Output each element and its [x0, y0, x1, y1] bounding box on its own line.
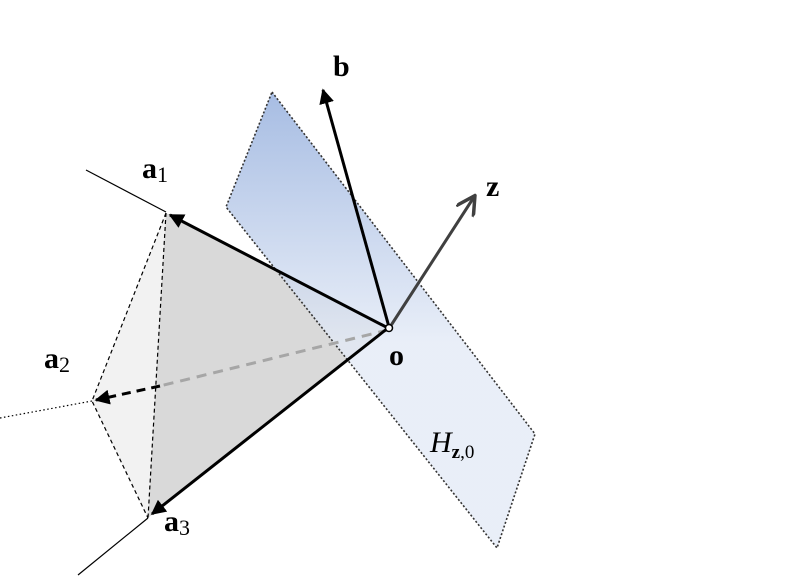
label-o: o [389, 339, 404, 372]
ray-a3-extension [77, 517, 149, 576]
cone-dashed-edge-a1-a3 [147, 212, 167, 519]
label-a1: a1 [142, 152, 168, 187]
arrow-b [319, 88, 391, 328]
label-a2: a2 [44, 342, 70, 377]
ray-a2-extension [0, 400, 93, 419]
arrow-z [388, 197, 474, 328]
arrow-a1 [168, 213, 389, 330]
arrow-a3 [150, 326, 389, 516]
ray-a1-extension [85, 169, 167, 213]
label-z: z [486, 170, 499, 203]
arrow-a2 [94, 384, 161, 405]
ray-a2-gray-dashed [159, 328, 389, 388]
cone-dashed-edges [91, 212, 167, 519]
origin-point [384, 323, 394, 333]
cone-side-face [92, 213, 166, 518]
hyperplane-H [225, 90, 536, 550]
label-plane-H: Hz,0 [429, 426, 474, 463]
label-a3: a3 [164, 505, 190, 540]
cone-front-face [148, 213, 390, 518]
label-b: b [333, 50, 350, 83]
